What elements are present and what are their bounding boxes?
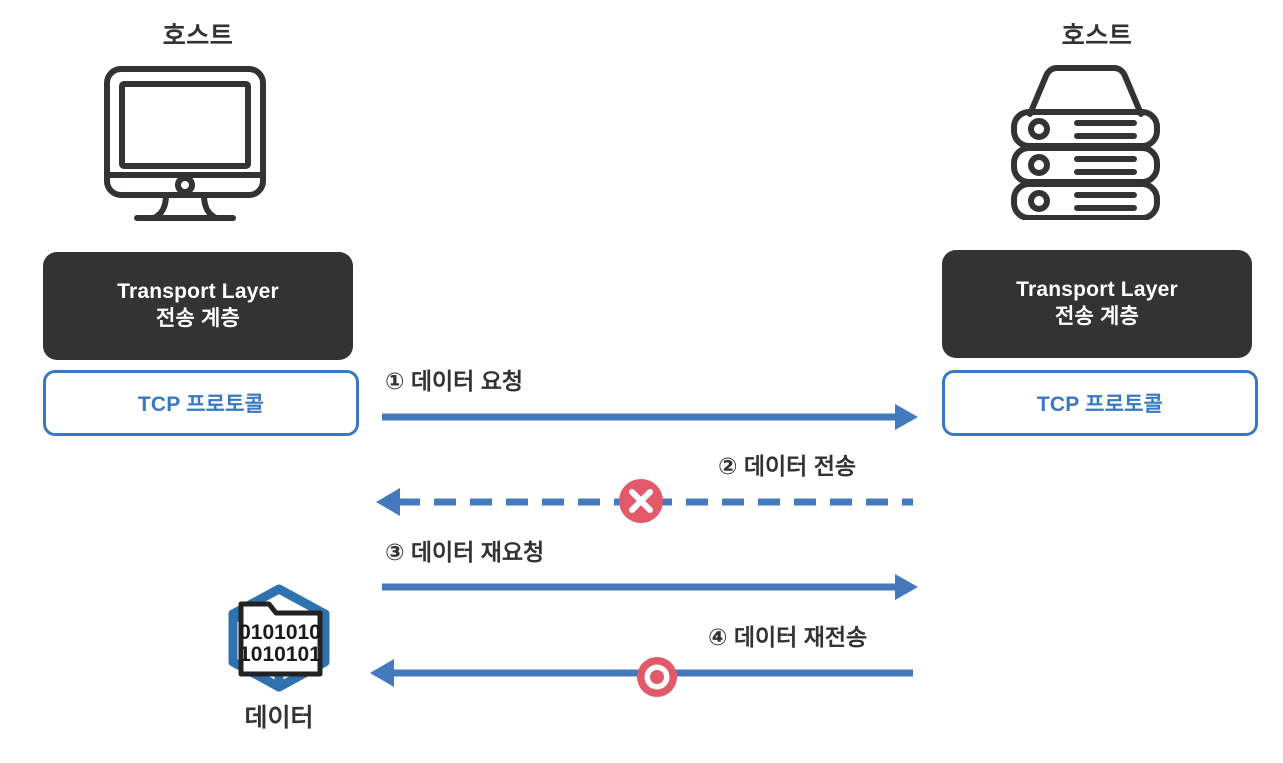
flow-1-arrow [382, 404, 918, 430]
flow-2-label: ② 데이터 전송 [718, 453, 857, 479]
data-asset-label: 데이터 [244, 704, 314, 732]
data-cube-icon: 0101010 1010101 [224, 584, 334, 697]
server-stack-icon [1008, 62, 1163, 225]
right-layer-title-ko: 전송 계층 [1054, 305, 1140, 328]
right-tcp-protocol-label: TCP 프로토콜 [1036, 393, 1164, 416]
left-layer-title-en: Transport Layer [117, 280, 279, 304]
flow-4-arrow [370, 659, 913, 687]
left-transport-layer-box: Transport Layer 전송 계층 [43, 252, 353, 360]
data-binary-top: 0101010 [239, 621, 321, 644]
flow-4-label: ④ 데이터 재전송 [708, 624, 868, 650]
right-host-label: 호스트 [1061, 22, 1133, 50]
right-layer-title-en: Transport Layer [1016, 278, 1178, 302]
left-layer-title-ko: 전송 계층 [155, 307, 241, 330]
data-binary-bottom: 1010101 [239, 643, 321, 666]
flow-2-arrow [376, 488, 913, 516]
right-tcp-protocol-box[interactable]: TCP 프로토콜 [942, 370, 1258, 436]
transmission-failed-x-icon [619, 479, 663, 523]
left-host-label: 호스트 [162, 22, 234, 50]
flow-1-label: ① 데이터 요청 [385, 368, 524, 394]
left-tcp-protocol-label: TCP 프로토콜 [137, 393, 265, 416]
right-transport-layer-box: Transport Layer 전송 계층 [942, 250, 1252, 358]
retransmission-bullseye-icon [637, 657, 677, 697]
desktop-computer-icon [100, 62, 270, 227]
flow-3-label: ③ 데이터 재요청 [385, 539, 545, 565]
left-tcp-protocol-box[interactable]: TCP 프로토콜 [43, 370, 359, 436]
flow-3-arrow [382, 574, 918, 600]
